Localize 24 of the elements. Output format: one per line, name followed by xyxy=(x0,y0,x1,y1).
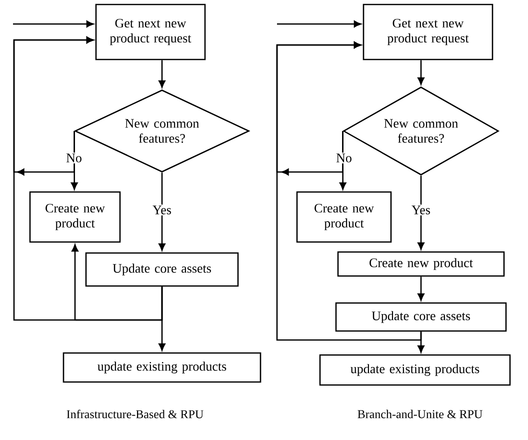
arrow xyxy=(418,276,424,301)
caption: Branch-and-Unite & RPU xyxy=(358,410,482,418)
arrow xyxy=(276,42,422,341)
caption: Infrastructure-Based & RPU xyxy=(66,410,204,418)
process-box: Create new product xyxy=(29,191,121,243)
arrow xyxy=(13,20,94,28)
process-box: update existing products xyxy=(62,352,262,383)
arrow xyxy=(418,60,424,85)
edge-label: No xyxy=(335,152,353,164)
arrow xyxy=(418,176,424,250)
process-box: Get next new product request xyxy=(95,4,206,60)
arrow xyxy=(277,20,362,28)
arrow xyxy=(158,60,166,88)
arrow xyxy=(158,172,166,251)
edge-label: Yes xyxy=(410,204,432,216)
process-box: update existing products xyxy=(319,354,511,386)
edge-label: Yes xyxy=(152,204,172,216)
edge-label: No xyxy=(65,152,83,164)
process-box: Get next new product request xyxy=(362,4,494,60)
process-box: Create new product xyxy=(337,251,505,277)
process-box: Update core assets xyxy=(335,302,507,332)
arrow xyxy=(13,36,163,321)
process-box: Create new product xyxy=(296,191,392,243)
process-box: Update core assets xyxy=(85,252,239,287)
